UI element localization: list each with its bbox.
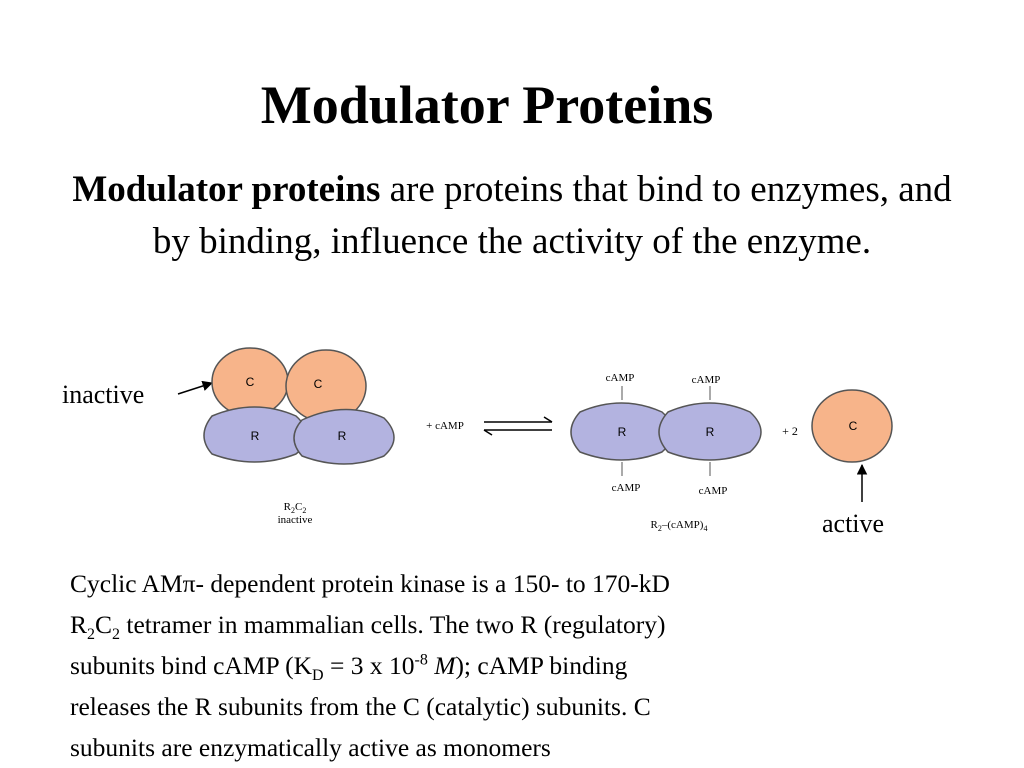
camp-top-2: cAMP: [692, 374, 721, 386]
camp-bottom-2: cAMP: [699, 485, 728, 497]
cap2-camp: –(cAMP): [661, 519, 704, 531]
label-inactive: inactive: [62, 380, 145, 409]
complex-r2-camp4: R R cAMP cAMP cAMP cAMP: [570, 372, 762, 497]
l3-b: = 3 x 10: [323, 651, 415, 680]
desc-line-5: subunits are enzymatically active as mon…: [70, 733, 551, 762]
plus-two: + 2: [782, 424, 798, 438]
l2-c: C: [95, 610, 113, 639]
r-label-right-2: R: [706, 425, 715, 439]
r-subunit-left-1: [203, 406, 308, 463]
l3-c: ); cAMP binding: [455, 651, 628, 680]
c-label-left-2: C: [314, 377, 323, 391]
slide-title: Modulator Proteins: [260, 75, 714, 135]
r-label-left-2: R: [338, 429, 347, 443]
c-label-free: C: [849, 419, 858, 433]
l2-r: R: [70, 610, 88, 639]
r-subunit-left-2: [293, 408, 395, 465]
camp-top-1: cAMP: [606, 372, 635, 384]
cap-c: C: [295, 501, 302, 513]
cap-sub-2b: 2: [302, 506, 306, 515]
cap-sub-2a: 2: [291, 506, 295, 515]
r-label-left-1: R: [251, 429, 260, 443]
intro-rest: are proteins that bind to enzymes, and b…: [152, 169, 952, 262]
desc-line-2: R2C2 tetramer in mammalian cells. The tw…: [70, 604, 970, 645]
l3-sub: D: [312, 667, 324, 685]
arrow-inactive: [177, 380, 213, 395]
cap2-sub-4: 4: [703, 524, 707, 533]
caption-r2c2: R2C2: [284, 501, 307, 515]
equilibrium-arrows: [483, 416, 553, 436]
camp-bottom-1: cAMP: [612, 482, 641, 494]
l3-a: subunits bind cAMP (K: [70, 651, 313, 680]
r-subunit-right-1: [570, 402, 674, 461]
c-subunit-free: [811, 389, 893, 463]
caption-inactive: inactive: [278, 514, 313, 526]
pka-activation-diagram: C C R R R2C2 inactive + cAMP R R cAMP cA…: [177, 347, 893, 533]
c-label-left-1: C: [246, 375, 255, 389]
l1-b: - dependent protein kinase is a 150- to …: [195, 569, 670, 598]
r-subunit-right-2: [658, 402, 762, 461]
desc-line-1: Cyclic AMπ- dependent protein kinase is …: [70, 563, 970, 604]
plus-camp: + cAMP: [426, 420, 464, 432]
desc-line-3: subunits bind cAMP (KD = 3 x 10-8 M); cA…: [70, 645, 970, 686]
l3-sup: -8: [414, 651, 428, 669]
l2-sub2: 2: [112, 626, 121, 644]
l1-a: Cyclic AM: [70, 569, 183, 598]
description-paragraph: Cyclic AMπ- dependent protein kinase is …: [70, 563, 970, 768]
complex-r2c2: C C R R: [203, 347, 395, 465]
l2-rest: tetramer in mammalian cells. The two R (…: [120, 610, 666, 639]
caption-r2-camp4: R2–(cAMP)4: [651, 519, 708, 533]
intro-bold-term: Modulator proteins: [72, 169, 381, 210]
l3-m: M: [434, 651, 456, 680]
r-label-right-1: R: [618, 425, 627, 439]
l1-pi: π: [182, 569, 196, 598]
cap2-sub-2: 2: [658, 524, 662, 533]
intro-paragraph: Modulator proteins are proteins that bin…: [72, 164, 952, 268]
l2-sub1: 2: [87, 626, 96, 644]
label-active: active: [822, 509, 885, 538]
desc-line-4: releases the R subunits from the C (cata…: [70, 692, 651, 721]
